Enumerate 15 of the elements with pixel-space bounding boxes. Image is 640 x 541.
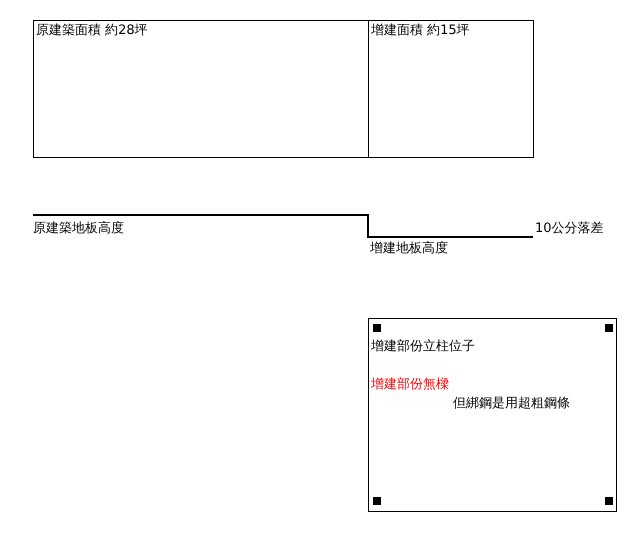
column-marker-icon (373, 324, 381, 332)
note-text: 但綁鋼是用超粗鋼條 (453, 396, 570, 412)
area-label: 原建築面積 約28坪 (36, 23, 148, 39)
note-text: 增建部份無樑 (371, 377, 449, 393)
area-box (33, 20, 369, 158)
level-label: 原建築地板高度 (33, 221, 124, 237)
column-marker-icon (373, 497, 381, 505)
area-label: 增建面積 約15坪 (371, 23, 470, 39)
column-marker-icon (605, 497, 613, 505)
area-box (368, 20, 534, 158)
level-label: 增建地板高度 (370, 241, 448, 257)
note-text: 增建部份立柱位子 (371, 339, 475, 355)
column-plan-box (368, 318, 617, 512)
level-label: 10公分落差 (535, 221, 604, 237)
column-marker-icon (605, 324, 613, 332)
